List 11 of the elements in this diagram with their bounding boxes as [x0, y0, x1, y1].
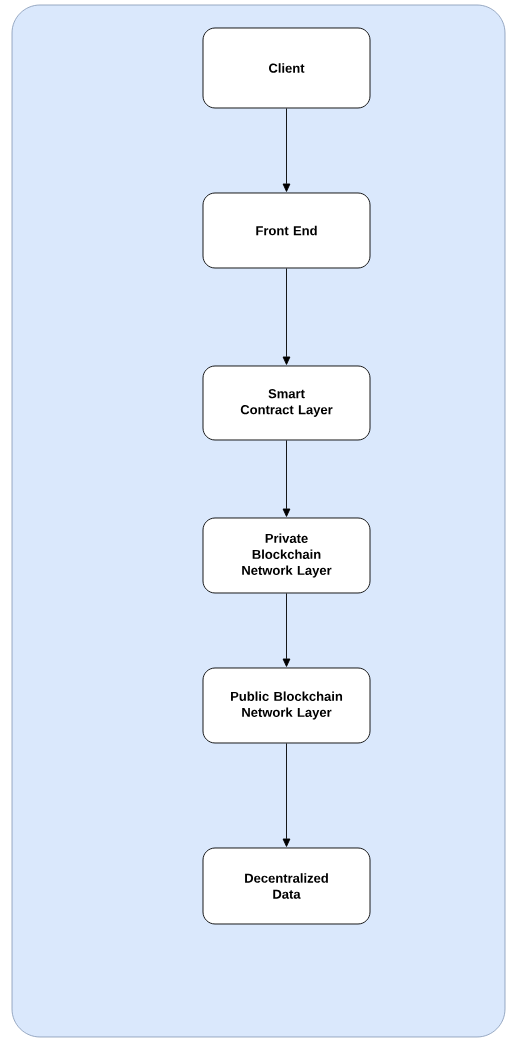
arrow — [282, 440, 291, 517]
process-box: Decentralized Data — [202, 847, 371, 925]
arrow — [282, 268, 291, 365]
process-box: Private Blockchain Network Layer — [202, 517, 371, 594]
arrow — [282, 108, 291, 192]
process-box: Client — [202, 27, 371, 109]
arrow — [282, 593, 291, 667]
process-box: Public Blockchain Network Layer — [202, 667, 371, 744]
arrow — [282, 743, 291, 847]
process-box: Smart Contract Layer — [202, 365, 371, 441]
process-box: Front End — [202, 192, 371, 269]
